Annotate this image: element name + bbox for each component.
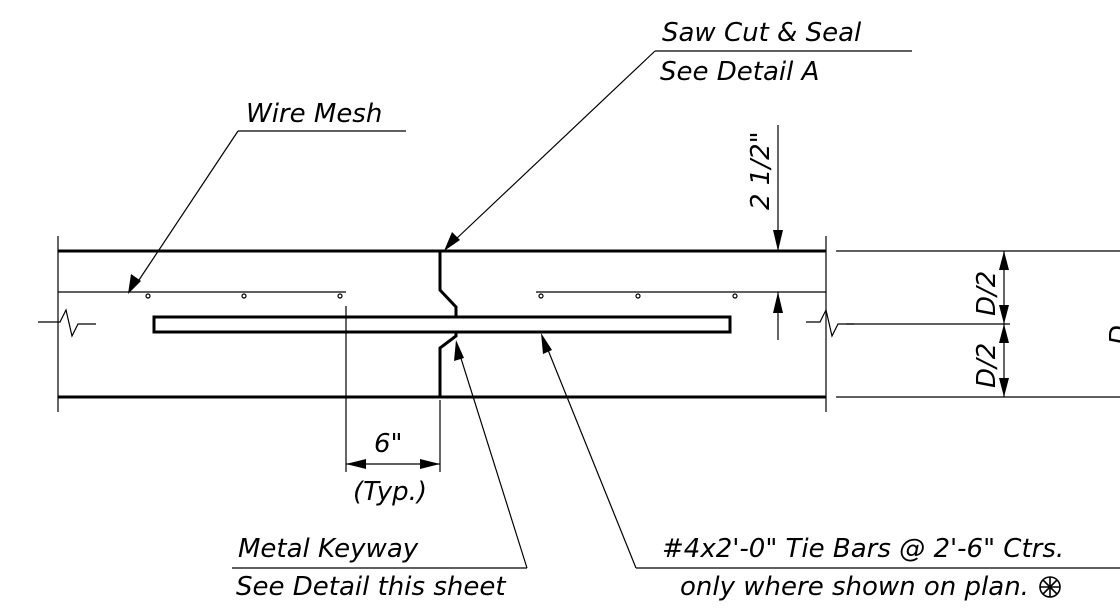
saw-cut-label: Saw Cut & Seal — [662, 18, 862, 48]
break-symbol-left — [38, 308, 96, 338]
saw-cut-arrowhead — [444, 232, 460, 251]
dim-d2-upper-label: D/2 — [972, 271, 1002, 316]
dim-2-half-label: 2 1/2" — [746, 131, 776, 210]
concrete-slab — [38, 236, 854, 412]
dimension-depth: D/2 D/2 D — [836, 250, 1120, 398]
metal-keyway-label: Metal Keyway — [238, 534, 419, 564]
dimension-6-inch: 6" (Typ.) — [345, 306, 441, 507]
metal-keyway-callout: Metal Keyway See Detail this sheet — [232, 340, 528, 602]
circled-asterisk-icon — [1039, 576, 1061, 598]
keyway-arrowhead — [454, 340, 464, 361]
dim-d2-lower-label: D/2 — [972, 343, 1002, 388]
saw-cut-callout: Saw Cut & Seal See Detail A — [444, 18, 912, 251]
wire-mesh-callout: Wire Mesh — [128, 99, 406, 294]
break-symbol-right — [806, 308, 854, 338]
tie-bars-label: #4x2'-0" Tie Bars @ 2'-6" Ctrs. — [662, 534, 1064, 564]
see-detail-a-label: See Detail A — [660, 57, 819, 87]
tie-bars-note-label: only where shown on plan. — [680, 572, 1029, 602]
dim-6-inch-label: 6" — [374, 429, 403, 459]
tie-bar-arrowhead — [541, 333, 552, 354]
dimension-2-half-inch: 2 1/2" — [746, 125, 783, 340]
dim-typ-label: (Typ.) — [353, 477, 427, 507]
wire-mesh-arrowhead — [128, 274, 141, 294]
wire-mesh-label: Wire Mesh — [246, 99, 382, 129]
tie-bars-callout: #4x2'-0" Tie Bars @ 2'-6" Ctrs. only whe… — [541, 333, 1120, 602]
dim-d-label: D — [1105, 325, 1120, 345]
tie-bar — [152, 315, 732, 334]
see-detail-sheet-label: See Detail this sheet — [236, 572, 506, 602]
